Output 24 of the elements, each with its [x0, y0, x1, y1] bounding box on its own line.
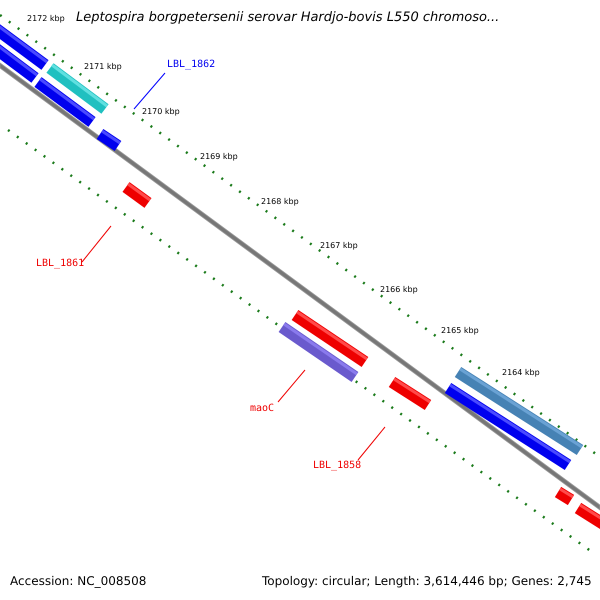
gene-label: LBL_1858 [313, 461, 362, 471]
scale-label: 2168 kbp [261, 198, 299, 206]
gene-label: maoC [250, 404, 274, 414]
scale-label: 2167 kbp [320, 242, 358, 250]
gene-bar [96, 129, 122, 151]
scale-label: 2165 kbp [441, 327, 479, 335]
scale-label: 2166 kbp [380, 286, 418, 294]
leader-line [358, 426, 386, 460]
gene-label: LBL_1862 [167, 60, 216, 70]
scale-label: 2170 kbp [142, 108, 180, 116]
scale-label: 2164 kbp [502, 369, 540, 377]
gene-bar [388, 376, 432, 410]
scale-label: 2169 kbp [200, 153, 238, 161]
gene-bar [278, 322, 358, 382]
leader-line [278, 370, 306, 402]
footer-text: Topology: circular; Length: 3,614,446 bp; Genes: 2,745 [262, 575, 592, 587]
leader-line [134, 72, 166, 110]
scale-label: 2171 kbp [84, 63, 122, 71]
leader-line [82, 226, 112, 262]
gene-bar [122, 182, 152, 208]
map-title: Leptospira borgpetersenii serovar Hardjo-bovis L550 chromoso... [76, 11, 500, 24]
footer-text: Accession: NC_008508 [10, 575, 146, 587]
gene-label: LBL_1861 [36, 259, 84, 269]
scale-label: 2172 kbp [27, 15, 65, 23]
